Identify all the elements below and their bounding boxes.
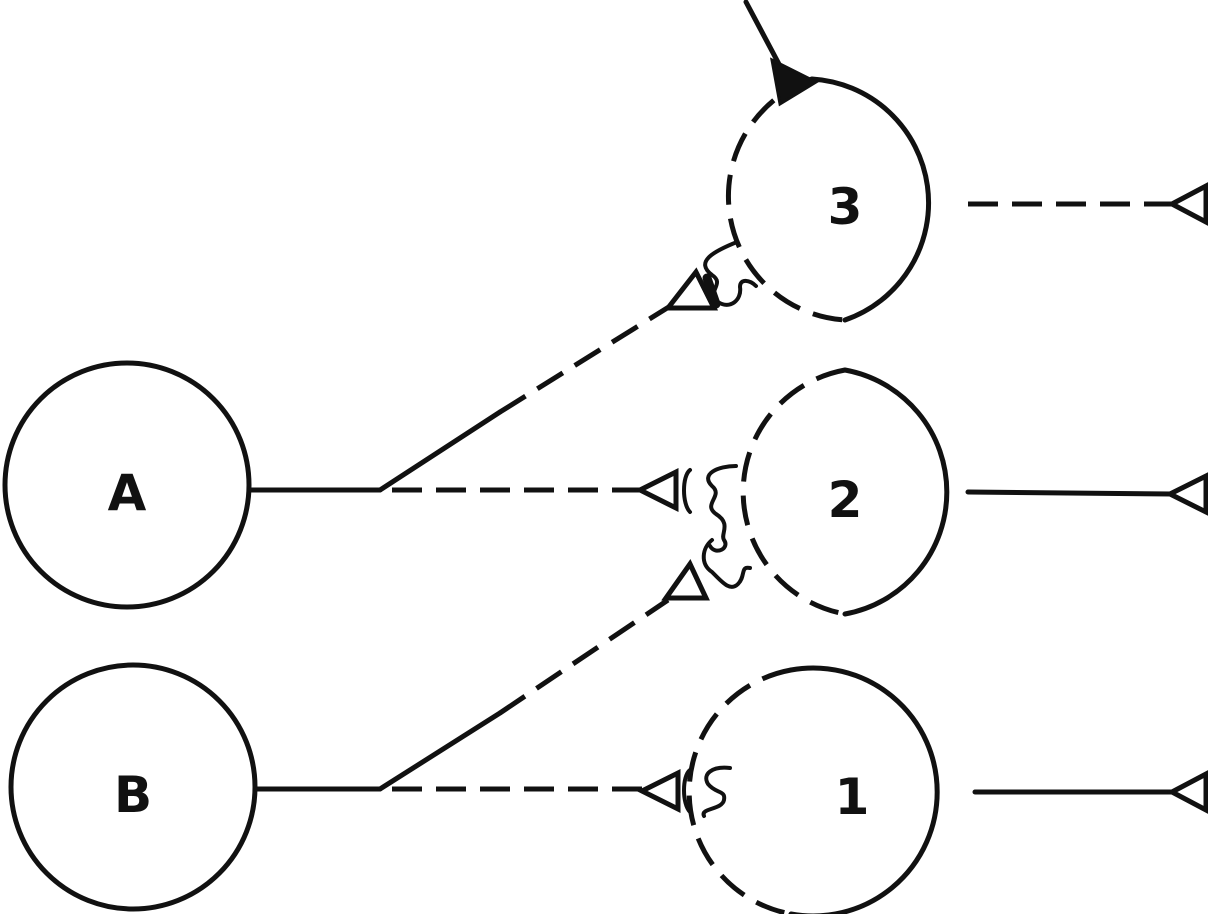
input-to-3 [743,0,820,107]
synapse-a-to-2 [634,467,679,513]
synaptic-junctions [682,240,758,818]
synapse-1-out [1166,770,1208,814]
synapse-b-to-1 [636,768,681,814]
neuron-3-dashed-arc [725,76,846,323]
output-axons [965,182,1208,814]
junction-a-2-membrane [706,464,738,553]
excitatory-synapse-3 [769,57,820,107]
axon-b [253,559,710,814]
axon-b-to-2 [498,597,670,716]
input-axon-3 [743,0,783,69]
neuron-1-label: 1 [835,768,870,826]
junction-a-3-bar [702,273,721,309]
neuron-2: 2 [740,367,950,617]
axon-b-branch-solid [377,710,503,792]
neuron-1-solid-arc [788,665,940,914]
neuron-2-label: 2 [828,471,863,529]
junction-b-1-cleft [682,768,692,814]
neuron-b-label: B [114,766,152,824]
synapse-3-out [1166,182,1208,226]
neuron-1-dashed-arc [686,667,792,914]
neuron-a-body [2,360,252,610]
neuron-3: 3 [725,76,932,323]
neuron-a: A [2,360,252,610]
synapse-2-out [1164,472,1208,516]
neuron-3-solid-arc [809,76,932,323]
neuron-1: 1 [686,665,940,914]
axon-a-branch-solid [377,409,503,493]
junction-a-2-cleft [682,468,692,514]
neuron-2-solid-arc [842,367,950,617]
junction-b-2 [701,538,752,589]
neuron-3-label: 3 [828,178,863,236]
junction-b-1-membrane [701,765,732,818]
neuron-2-dashed-arc [740,367,846,617]
axon-2-out [965,489,1175,497]
neuron-a-label: A [108,464,147,522]
axon-a [247,267,719,513]
synapse-a-to-3 [662,267,719,311]
synapse-b-to-2 [661,559,710,601]
neuron-b: B [8,662,258,912]
axon-a-to-3 [498,302,674,415]
